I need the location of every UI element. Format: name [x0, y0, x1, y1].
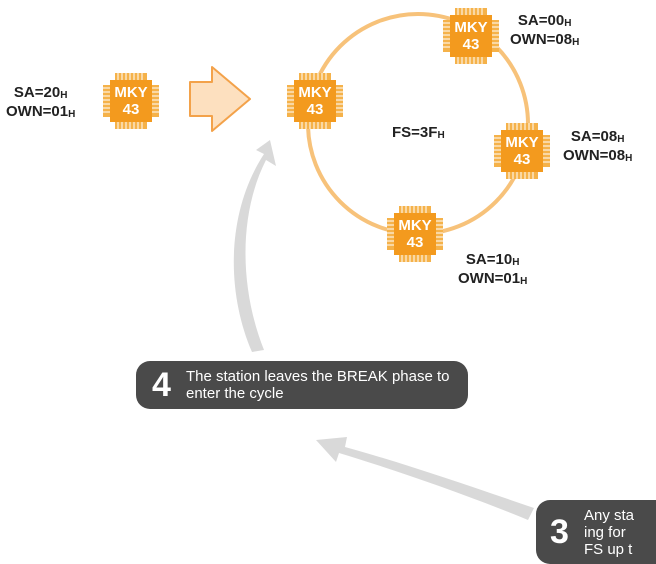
- chip-label-line1: MKY: [505, 134, 539, 151]
- chip-label-line1: MKY: [454, 19, 488, 36]
- sa-text: SA=00: [517, 12, 565, 29]
- sa-text: SA=10: [465, 251, 513, 268]
- chip-icon: [443, 8, 499, 64]
- hex-suffix: H: [572, 37, 580, 48]
- step-number: 4: [152, 365, 171, 404]
- chip-icon: [287, 73, 343, 129]
- own-text: OWN=01: [458, 270, 521, 287]
- fs-label: FS=3FH: [392, 124, 445, 141]
- chip-icon: [387, 206, 443, 262]
- step-text: Any sta ing for FS up t: [584, 507, 634, 558]
- step-4-box: 4 The station leaves the BREAK phase to …: [136, 361, 468, 409]
- hex-suffix: H: [60, 90, 68, 101]
- step-3-box: 3 Any sta ing for FS up t: [536, 500, 656, 564]
- hex-suffix: H: [625, 153, 633, 164]
- hex-suffix: H: [512, 257, 520, 268]
- fs-text: FS=3F: [392, 124, 438, 141]
- hex-suffix: H: [437, 130, 445, 141]
- step-text-line: FS up t: [584, 540, 633, 558]
- step-text: The station leaves the BREAK phase to en…: [186, 368, 450, 402]
- station-label-sa00: SA=00H OWN=08H: [510, 12, 579, 50]
- step-number: 3: [550, 512, 569, 551]
- own-text: OWN=01: [6, 103, 69, 120]
- sa-text: SA=08: [570, 128, 618, 145]
- transfer-arrow: [189, 66, 251, 132]
- chip-label-line2: 43: [306, 101, 324, 118]
- chip-icon: [103, 73, 159, 129]
- chip-icon: [494, 123, 550, 179]
- flow-arrow-to-step4: [316, 437, 534, 520]
- chip-label-line1: MKY: [114, 84, 148, 101]
- station-label-sa10: SA=10H OWN=01H: [458, 251, 527, 289]
- hex-suffix: H: [68, 109, 76, 120]
- chip-label-line2: 43: [122, 101, 140, 118]
- sa-text: SA=20: [13, 84, 61, 101]
- hex-suffix: H: [564, 18, 572, 29]
- chip-label-line2: 43: [513, 151, 531, 168]
- step-text-line: Any sta: [584, 506, 635, 524]
- chip-label-line1: MKY: [298, 84, 332, 101]
- flow-arrow-upward: [233, 140, 276, 352]
- chip-label-line1: MKY: [398, 217, 432, 234]
- chip-label-line2: 43: [406, 234, 424, 251]
- chip-label-line2: 43: [462, 36, 480, 53]
- step-text-line: ing for: [584, 523, 626, 541]
- own-text: OWN=08: [563, 147, 626, 164]
- own-text: OWN=08: [510, 31, 573, 48]
- station-label-sa20: SA=20H OWN=01H: [6, 84, 75, 122]
- hex-suffix: H: [520, 276, 528, 287]
- station-label-sa08: SA=08H OWN=08H: [563, 128, 632, 166]
- hex-suffix: H: [617, 134, 625, 145]
